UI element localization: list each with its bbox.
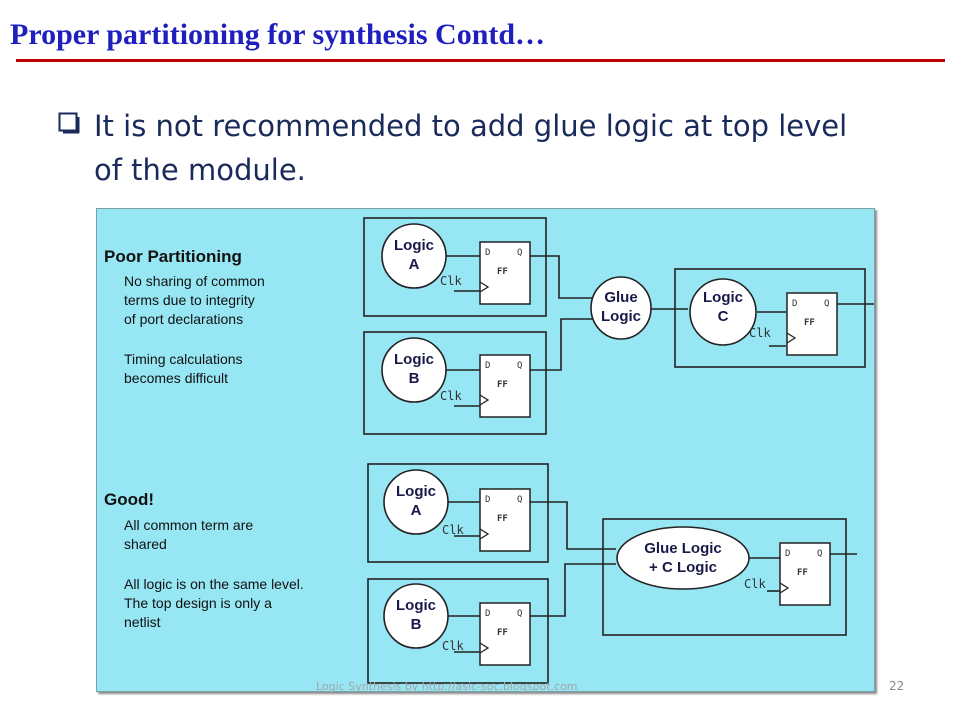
good-note-line: All logic is on the same level. xyxy=(124,576,304,592)
checkbox-bullet-icon xyxy=(58,112,80,134)
ff-label: FF xyxy=(497,628,508,638)
ff-q-pin: Q xyxy=(824,299,829,309)
logic-a-good-circle xyxy=(383,469,449,535)
ff-q-pin: Q xyxy=(517,248,522,258)
ff-q-pin: Q xyxy=(817,549,822,559)
logic-c-label: C xyxy=(718,308,729,325)
module-box-glue-c xyxy=(602,518,847,636)
ff-label: FF xyxy=(497,267,508,277)
clk-label: Clk xyxy=(749,326,771,340)
partitioning-schematic: Poor Partitioning No sharing of common t… xyxy=(104,217,874,684)
glue-label: Glue xyxy=(604,289,637,306)
clk-label: Clk xyxy=(442,523,464,537)
ff-q-pin: Q xyxy=(517,361,522,371)
ff-label: FF xyxy=(497,380,508,390)
logic-b-good-circle xyxy=(383,583,449,649)
poor-note-line: terms due to integrity xyxy=(124,292,255,308)
glue-logic-label: Glue Logic xyxy=(644,540,722,557)
ff-label: FF xyxy=(797,568,808,578)
ff-d-pin: D xyxy=(792,299,797,309)
logic-label: Logic xyxy=(396,597,436,614)
ff-d-pin: D xyxy=(485,361,490,371)
slide-title: Proper partitioning for synthesis Contd… xyxy=(10,18,546,51)
clk-label: Clk xyxy=(442,639,464,653)
good-heading: Good! xyxy=(104,490,154,509)
ff-label: FF xyxy=(804,318,815,328)
clk-label: Clk xyxy=(744,577,766,591)
poor-note-line: No sharing of common xyxy=(124,273,265,289)
bullet-line-2: of the module. xyxy=(94,153,306,187)
bullet-line-1: It is not recommended to add glue logic … xyxy=(94,109,848,143)
good-note-line: The top design is only a xyxy=(124,595,272,611)
module-box-b-good xyxy=(367,578,549,684)
clk-label: Clk xyxy=(440,274,462,288)
ff-q-pin: Q xyxy=(517,495,522,505)
logic-label: Logic xyxy=(601,308,641,325)
module-box-c xyxy=(674,268,866,368)
logic-a-circle xyxy=(381,223,447,289)
logic-label: Logic xyxy=(394,351,434,368)
good-note-line: shared xyxy=(124,536,167,552)
logic-label: Logic xyxy=(394,237,434,254)
module-box-a-good xyxy=(367,463,549,563)
footer-text: Logic Synthesis by http://asic-soc.blogs… xyxy=(316,680,578,693)
logic-b-label: B xyxy=(411,616,422,633)
good-note-line: netlist xyxy=(124,614,161,630)
poor-note-line: Timing calculations xyxy=(124,351,243,367)
ff-d-pin: D xyxy=(485,248,490,258)
partitioning-diagram: Poor Partitioning No sharing of common t… xyxy=(96,208,875,692)
clk-label: Clk xyxy=(440,389,462,403)
poor-note-line: of port declarations xyxy=(124,311,243,327)
good-note-line: All common term are xyxy=(124,517,253,533)
page-number: 22 xyxy=(889,679,905,693)
logic-b-label: B xyxy=(409,370,420,387)
ff-q-pin: Q xyxy=(517,609,522,619)
title-underline xyxy=(16,59,945,62)
ff-d-pin: D xyxy=(485,609,490,619)
module-box-a xyxy=(363,217,547,317)
module-box-b xyxy=(363,331,547,435)
ff-d-pin: D xyxy=(785,549,790,559)
logic-a-label: A xyxy=(409,256,420,273)
logic-a-label: A xyxy=(411,502,422,519)
poor-note-line: becomes difficult xyxy=(124,370,228,386)
logic-b-circle xyxy=(381,337,447,403)
ff-label: FF xyxy=(497,514,508,524)
glue-logic-circle xyxy=(590,276,652,340)
glue-c-logic-ellipse xyxy=(616,526,750,590)
ff-d-pin: D xyxy=(485,495,490,505)
poor-partitioning-heading: Poor Partitioning xyxy=(104,247,242,266)
plus-c-logic-label: + C Logic xyxy=(649,559,717,576)
logic-label: Logic xyxy=(703,289,743,306)
logic-c-circle xyxy=(689,278,757,346)
logic-label: Logic xyxy=(396,483,436,500)
bullet-point: It is not recommended to add glue logic … xyxy=(58,104,898,192)
